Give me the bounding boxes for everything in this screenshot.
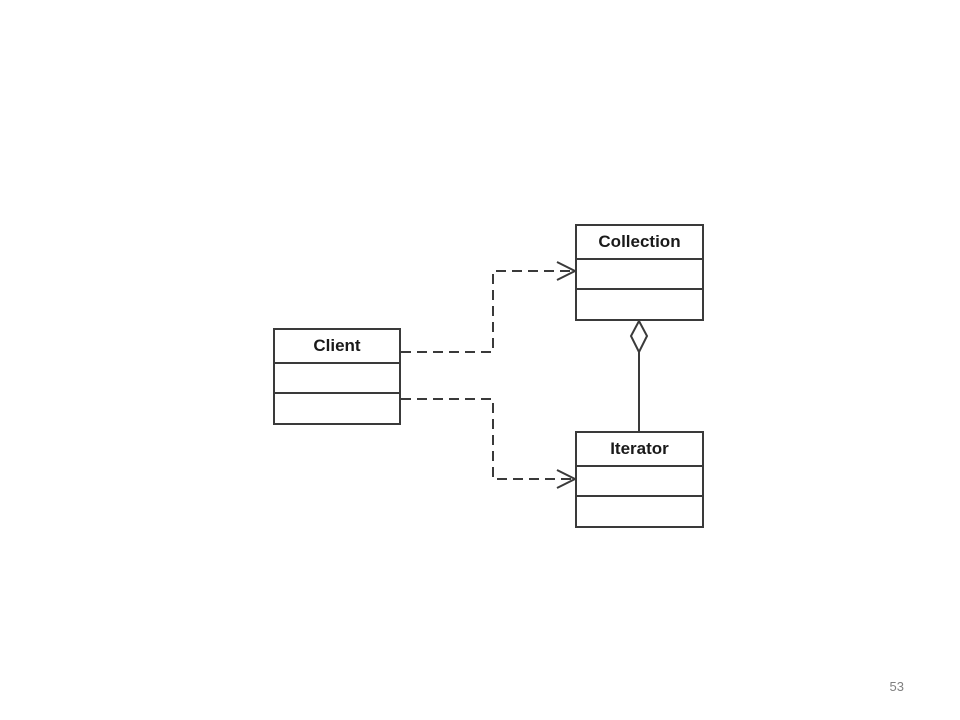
dependency-client-iterator [401,398,575,480]
class-iterator[interactable]: Iterator [575,431,704,528]
aggregation-diamond [629,318,649,355]
class-client-attributes [275,364,399,394]
class-iterator-attributes [577,467,702,497]
class-collection-attributes [577,260,702,290]
dependency-client-collection [401,270,575,353]
class-collection-operations [577,290,702,319]
class-client-name: Client [275,330,399,364]
class-iterator-operations [577,497,702,526]
class-collection-name: Collection [577,226,702,260]
class-client-operations [275,394,399,423]
page-number: 53 [889,679,904,694]
class-iterator-name: Iterator [577,433,702,467]
class-client[interactable]: Client [273,328,401,425]
class-collection[interactable]: Collection [575,224,704,321]
